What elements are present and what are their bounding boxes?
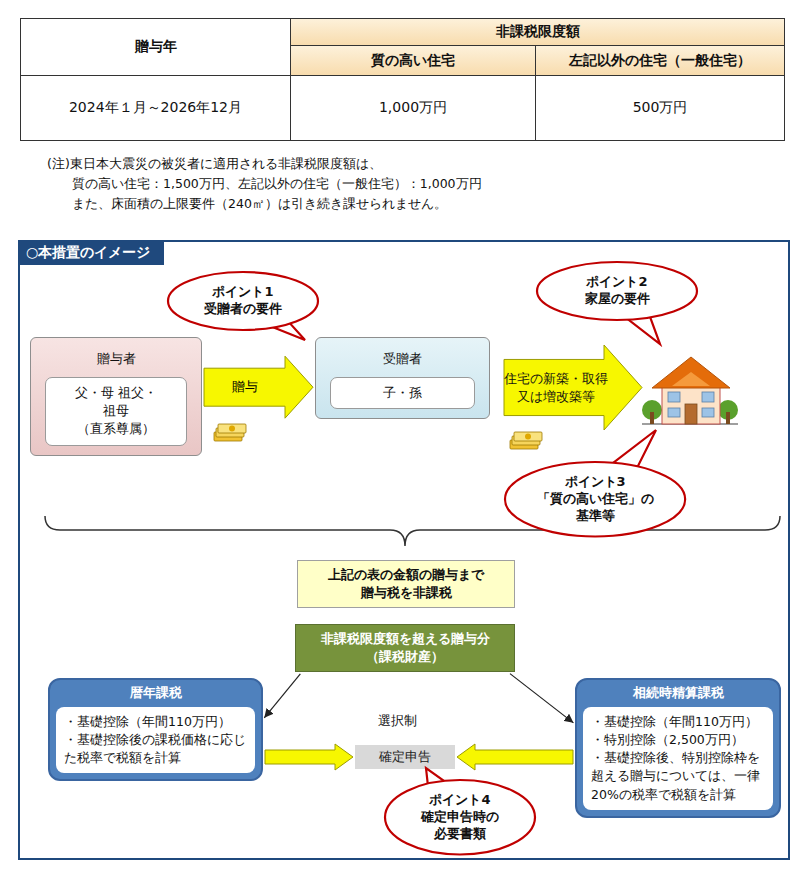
node-heading: 住宅の新築・取得又は増改築等 (504, 370, 642, 405)
block-arrow (265, 744, 353, 770)
node-heading: 上記の表の金額の贈与まで 贈与税を非課税 (306, 566, 506, 602)
node-heading: ポイント1 (212, 284, 273, 301)
choice-label: 選択制 (378, 712, 438, 730)
relation-box: 子・孫 (330, 377, 475, 409)
node-text: ・基礎控除（年間110万円） (64, 713, 247, 731)
arrow-shape (504, 345, 642, 430)
node-text: ・基礎控除後の課税価格に応じた税率で税額を計算 (64, 731, 247, 767)
edge-label: 贈与 (232, 378, 258, 396)
flow-arrow (264, 674, 300, 718)
tax-method-panel: 暦年課税・基礎控除（年間110万円）・基礎控除後の課税価格に応じた税率で税額を計… (48, 678, 263, 781)
node-heading: 贈与者 (97, 350, 136, 368)
callout-ellipse (537, 262, 697, 320)
point-callout: ポイント3「質の高い住宅」の 基準等 (505, 462, 685, 536)
callout-ellipse (385, 780, 535, 854)
node-heading: 相続時精算課税 (583, 680, 773, 707)
block-arrow (457, 744, 573, 770)
money-icon (510, 432, 542, 449)
node-heading: 受贈者 (383, 350, 422, 368)
table-cell: 2024年１月～2026年12月 (20, 75, 291, 141)
node-heading: ○本措置のイメージ (20, 242, 164, 265)
house-illustration (642, 357, 738, 424)
node-heading: ポイント2 (586, 274, 647, 291)
table-header: 非課税限度額 (290, 18, 785, 46)
filing-box: 確定申告 (355, 745, 455, 769)
flow-arrow (510, 674, 573, 723)
node-heading: 非課税限度額を超える贈与分 （課税財産） (304, 630, 506, 666)
relation-box: 父・母 祖父・祖母 （直系尊属） (45, 377, 187, 446)
block-arrow-shape (504, 345, 642, 430)
money-icon (214, 424, 246, 441)
table-header: 左記以外の住宅（一般住宅） (535, 45, 785, 76)
point-callout: ポイント1受贈者の要件 (168, 272, 318, 330)
callout-joint (621, 308, 648, 314)
node-text: ・特別控除（2,500万円） (591, 731, 765, 749)
taxable-box: 非課税限度額を超える贈与分 （課税財産） (295, 624, 515, 672)
node-text: 受贈者の要件 (204, 301, 282, 318)
giver-box: 贈与者父・母 祖父・祖母 （直系尊属） (30, 337, 202, 456)
table-header: 質の高い住宅 (290, 45, 536, 76)
table-cell: 1,000万円 (290, 75, 536, 141)
node-text: 「質の高い住宅」の 基準等 (531, 491, 658, 525)
node-heading: 父・母 祖父・祖母 （直系尊属） (68, 384, 164, 439)
node-heading: 子・孫 (337, 384, 468, 402)
callout-ellipse (505, 462, 685, 536)
table-cell: 500万円 (535, 75, 785, 141)
node-text: ・基礎控除後、特別控除枠を超える贈与については、一律20%の税率で税額を計算 (591, 749, 765, 803)
result-box: 上記の表の金額の贈与まで 贈与税を非課税 (297, 560, 515, 608)
block-arrow (204, 356, 313, 418)
node-text: 家屋の要件 (585, 291, 650, 308)
block-arrow: 住宅の新築・取得又は増改築等 (504, 345, 642, 430)
point-callout: ポイント2家屋の要件 (537, 262, 697, 320)
node-text: ・基礎控除（年間110万円） (591, 713, 765, 731)
node-text: 確定申告時の 必要書類 (416, 809, 504, 843)
callout-joint (260, 315, 285, 323)
receiver-box: 受贈者子・孫 (315, 337, 490, 419)
node-heading: 確定申告 (359, 748, 451, 766)
point-callout: ポイント4確定申告時の 必要書類 (385, 780, 535, 854)
panel-body: ・基礎控除（年間110万円）・特別控除（2,500万円）・基礎控除後、特別控除枠… (583, 707, 773, 810)
section-frame: ○本措置のイメージポイント1受贈者の要件ポイント2家屋の要件贈与者父・母 祖父・… (18, 240, 790, 860)
node-heading: ポイント3 (565, 474, 626, 491)
node-heading: 暦年課税 (56, 680, 255, 707)
note-text: (注)東日本大震災の被災者に適用される非課税限度額は、 (47, 156, 747, 173)
table-header: 贈与年 (20, 18, 291, 76)
callout-ellipse (168, 272, 318, 330)
tax-method-panel: 相続時精算課税・基礎控除（年間110万円）・特別控除（2,500万円）・基礎控除… (575, 678, 781, 818)
node-heading: ポイント4 (429, 792, 490, 809)
panel-body: ・基礎控除（年間110万円）・基礎控除後の課税価格に応じた税率で税額を計算 (56, 707, 255, 773)
note-text: 質の高い住宅：1,500万円、左記以外の住宅（一般住宅）：1,000万円 (72, 176, 772, 193)
note-text: また、床面積の上限要件（240㎡）は引き続き課せられません。 (72, 196, 772, 213)
